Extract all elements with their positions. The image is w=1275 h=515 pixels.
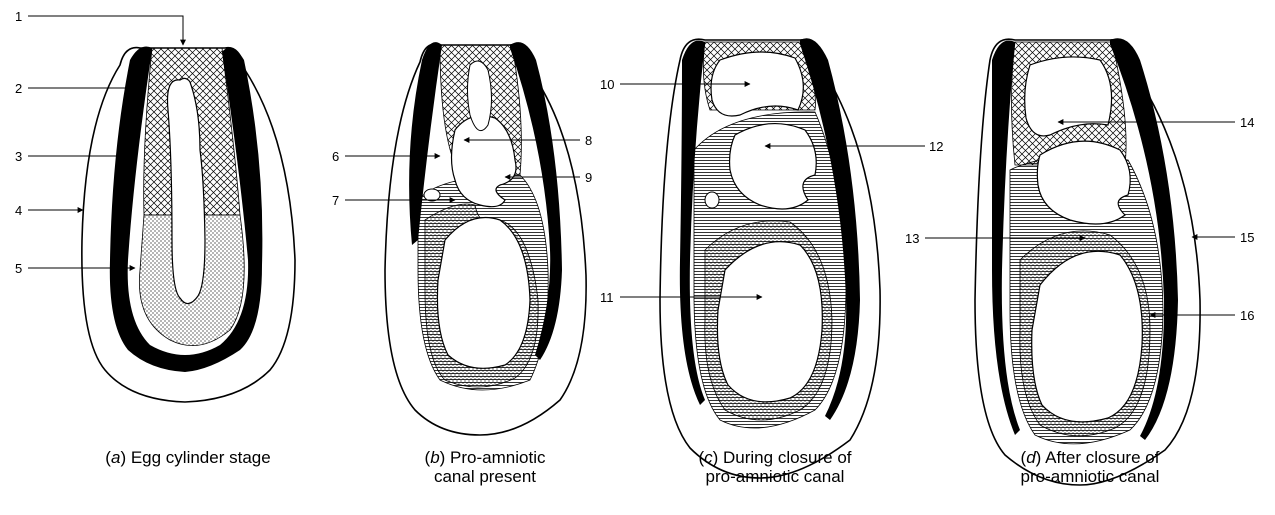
- caption-line2: pro-amniotic canal: [960, 467, 1220, 486]
- yolk-cavity: [717, 242, 822, 402]
- caption-line2: pro-amniotic canal: [645, 467, 905, 486]
- caption-line1: During closure of: [723, 448, 852, 467]
- label-4: 4: [15, 203, 22, 218]
- caption-letter: d: [1026, 448, 1035, 467]
- small-cavity: [705, 192, 719, 208]
- caption-d: (d) After closure of pro-amniotic canal: [960, 448, 1220, 486]
- label-13: 13: [905, 231, 919, 246]
- caption-a: (a) Egg cylinder stage: [58, 448, 318, 467]
- label-6: 6: [332, 149, 339, 164]
- label-16: 16: [1240, 308, 1254, 323]
- diagram-a: [82, 47, 295, 403]
- caption-c: (c) During closure of pro-amniotic canal: [645, 448, 905, 486]
- diagram-d: [975, 38, 1200, 485]
- small-cavity: [424, 189, 440, 201]
- caption-letter: c: [704, 448, 713, 467]
- caption-b: (b) Pro-amniotic canal present: [355, 448, 615, 486]
- diagram-c: [660, 38, 880, 478]
- label-3: 3: [15, 149, 22, 164]
- caption-letter: b: [430, 448, 439, 467]
- caption-line2: canal present: [355, 467, 615, 486]
- caption-line1: Pro-amniotic: [450, 448, 545, 467]
- diagram-b: [385, 42, 586, 435]
- caption-line1: After closure of: [1045, 448, 1159, 467]
- label-2: 2: [15, 81, 22, 96]
- label-1: 1: [15, 9, 22, 24]
- label-8: 8: [585, 133, 592, 148]
- yolk-cavity: [1032, 251, 1143, 422]
- arrow-1: [28, 16, 183, 45]
- label-12: 12: [929, 139, 943, 154]
- caption-letter: a: [111, 448, 120, 467]
- yolk-cavity: [437, 218, 530, 369]
- label-10: 10: [600, 77, 614, 92]
- label-9: 9: [585, 170, 592, 185]
- label-7: 7: [332, 193, 339, 208]
- amniotic-cavity: [1025, 57, 1112, 136]
- caption-line1: Egg cylinder stage: [131, 448, 271, 467]
- label-15: 15: [1240, 230, 1254, 245]
- label-5: 5: [15, 261, 22, 276]
- label-14: 14: [1240, 115, 1254, 130]
- label-11: 11: [600, 290, 614, 305]
